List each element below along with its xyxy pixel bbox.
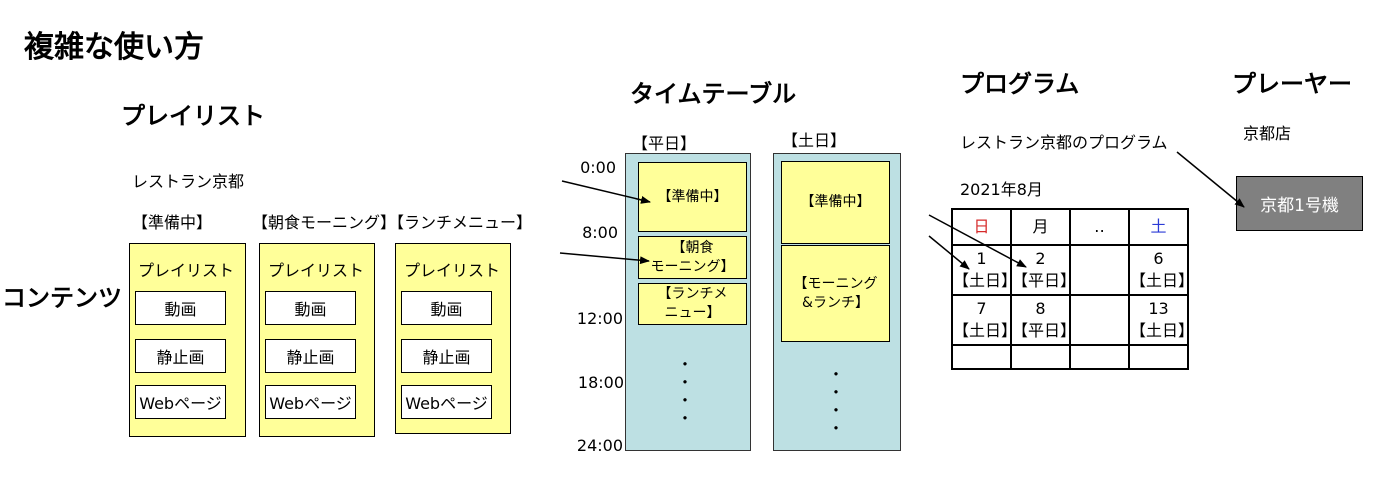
calendar-cell: 6 【土日】 — [1128, 244, 1194, 296]
playlist-card-title: プレイリスト — [268, 261, 365, 280]
program-name: レストラン京都のプログラム — [960, 133, 1168, 152]
time-label-8: 8:00 — [582, 223, 618, 242]
time-label-0: 0:00 — [580, 158, 616, 177]
item-video: 動画 — [265, 291, 356, 325]
slot-prep: 【準備中】 — [781, 161, 890, 244]
calendar-header-mon: 月 — [1010, 208, 1071, 246]
item-still-image: 静止画 — [401, 339, 492, 373]
item-webpage: Webページ — [135, 385, 226, 419]
arrow-to-prep-slot — [561, 180, 651, 204]
playlist-heading: プレイリスト — [121, 102, 265, 130]
contents-label: コンテンツ — [2, 284, 122, 312]
time-label-12: 12:00 — [576, 309, 623, 328]
arrow-to-player — [1176, 151, 1245, 208]
calendar-cell — [1069, 294, 1130, 346]
page-title: 複雑な使い方 — [24, 30, 204, 65]
calendar-cell — [1069, 344, 1130, 370]
item-still-image: 静止画 — [265, 339, 356, 373]
playlist-card-title: プレイリスト — [138, 261, 235, 280]
calendar-header-sat: 土 — [1128, 208, 1189, 246]
playlist-card-title: プレイリスト — [404, 261, 501, 280]
program-heading: プログラム — [960, 70, 1080, 98]
arrow-to-day-1 — [928, 235, 970, 270]
calendar-cell: 8 【平日】 — [1010, 294, 1076, 346]
continuation-dots: ・ ・ ・ ・ — [827, 365, 844, 438]
item-still-image: 静止画 — [135, 339, 226, 373]
calendar-cell: 13 【土日】 — [1128, 294, 1194, 346]
playlist-card-morning: プレイリスト 動画 静止画 Webページ — [259, 243, 375, 437]
continuation-dots: ・ ・ ・ ・ — [676, 355, 693, 428]
weekday-label: 【平日】 — [632, 134, 697, 153]
timetable-heading: タイムテーブル — [630, 80, 797, 108]
card-label-prep: 【準備中】 — [132, 213, 213, 232]
playlist-group-name: レストラン京都 — [132, 172, 245, 191]
calendar-cell — [951, 344, 1012, 370]
calendar-cell: 1 【土日】 — [951, 244, 1017, 296]
item-video: 動画 — [135, 291, 226, 325]
time-label-24: 24:00 — [576, 436, 623, 455]
calendar-header-ellipsis: ‥ — [1069, 208, 1130, 246]
calendar-cell — [1010, 344, 1071, 370]
calendar-cell: 2 【平日】 — [1010, 244, 1076, 296]
item-webpage: Webページ — [401, 385, 492, 419]
calendar-cell — [1128, 344, 1189, 370]
calendar-cell — [1069, 244, 1130, 296]
calendar-header-sun: 日 — [951, 208, 1012, 246]
player-device: 京都1号機 — [1236, 176, 1363, 231]
arrow-to-morning-slot — [559, 252, 650, 265]
slot-morning: 【朝食 モーニング】 — [638, 236, 747, 279]
item-video: 動画 — [401, 291, 492, 325]
playlist-card-prep: プレイリスト 動画 静止画 Webページ — [129, 243, 246, 437]
arrow-to-day-2 — [928, 214, 1027, 268]
card-label-lunch: 【ランチメニュー】 — [388, 213, 533, 232]
item-webpage: Webページ — [265, 385, 356, 419]
weekend-label: 【土日】 — [782, 131, 847, 150]
player-store: 京都店 — [1243, 124, 1292, 143]
program-calendar: 日 月 ‥ 土 1 【土日】 2 【平日】 6 【土日】 7 【土日】 8 【平… — [951, 208, 1194, 370]
weekday-column: 【準備中】 【朝食 モーニング】 【ランチメ ニュー】 ・ ・ ・ ・ — [625, 153, 751, 451]
time-label-18: 18:00 — [577, 373, 624, 392]
weekend-column: 【準備中】 【モーニング &ランチ】 ・ ・ ・ ・ — [773, 153, 901, 451]
program-month: 2021年8月 — [960, 180, 1043, 199]
slot-lunch: 【ランチメ ニュー】 — [638, 283, 747, 325]
slot-prep: 【準備中】 — [638, 162, 747, 232]
calendar-cell: 7 【土日】 — [951, 294, 1017, 346]
slot-morning-lunch: 【モーニング &ランチ】 — [781, 245, 890, 342]
card-label-morning: 【朝食モーニング】 — [252, 213, 397, 232]
playlist-card-lunch: プレイリスト 動画 静止画 Webページ — [395, 243, 511, 434]
player-heading: プレーヤー — [1232, 70, 1352, 98]
